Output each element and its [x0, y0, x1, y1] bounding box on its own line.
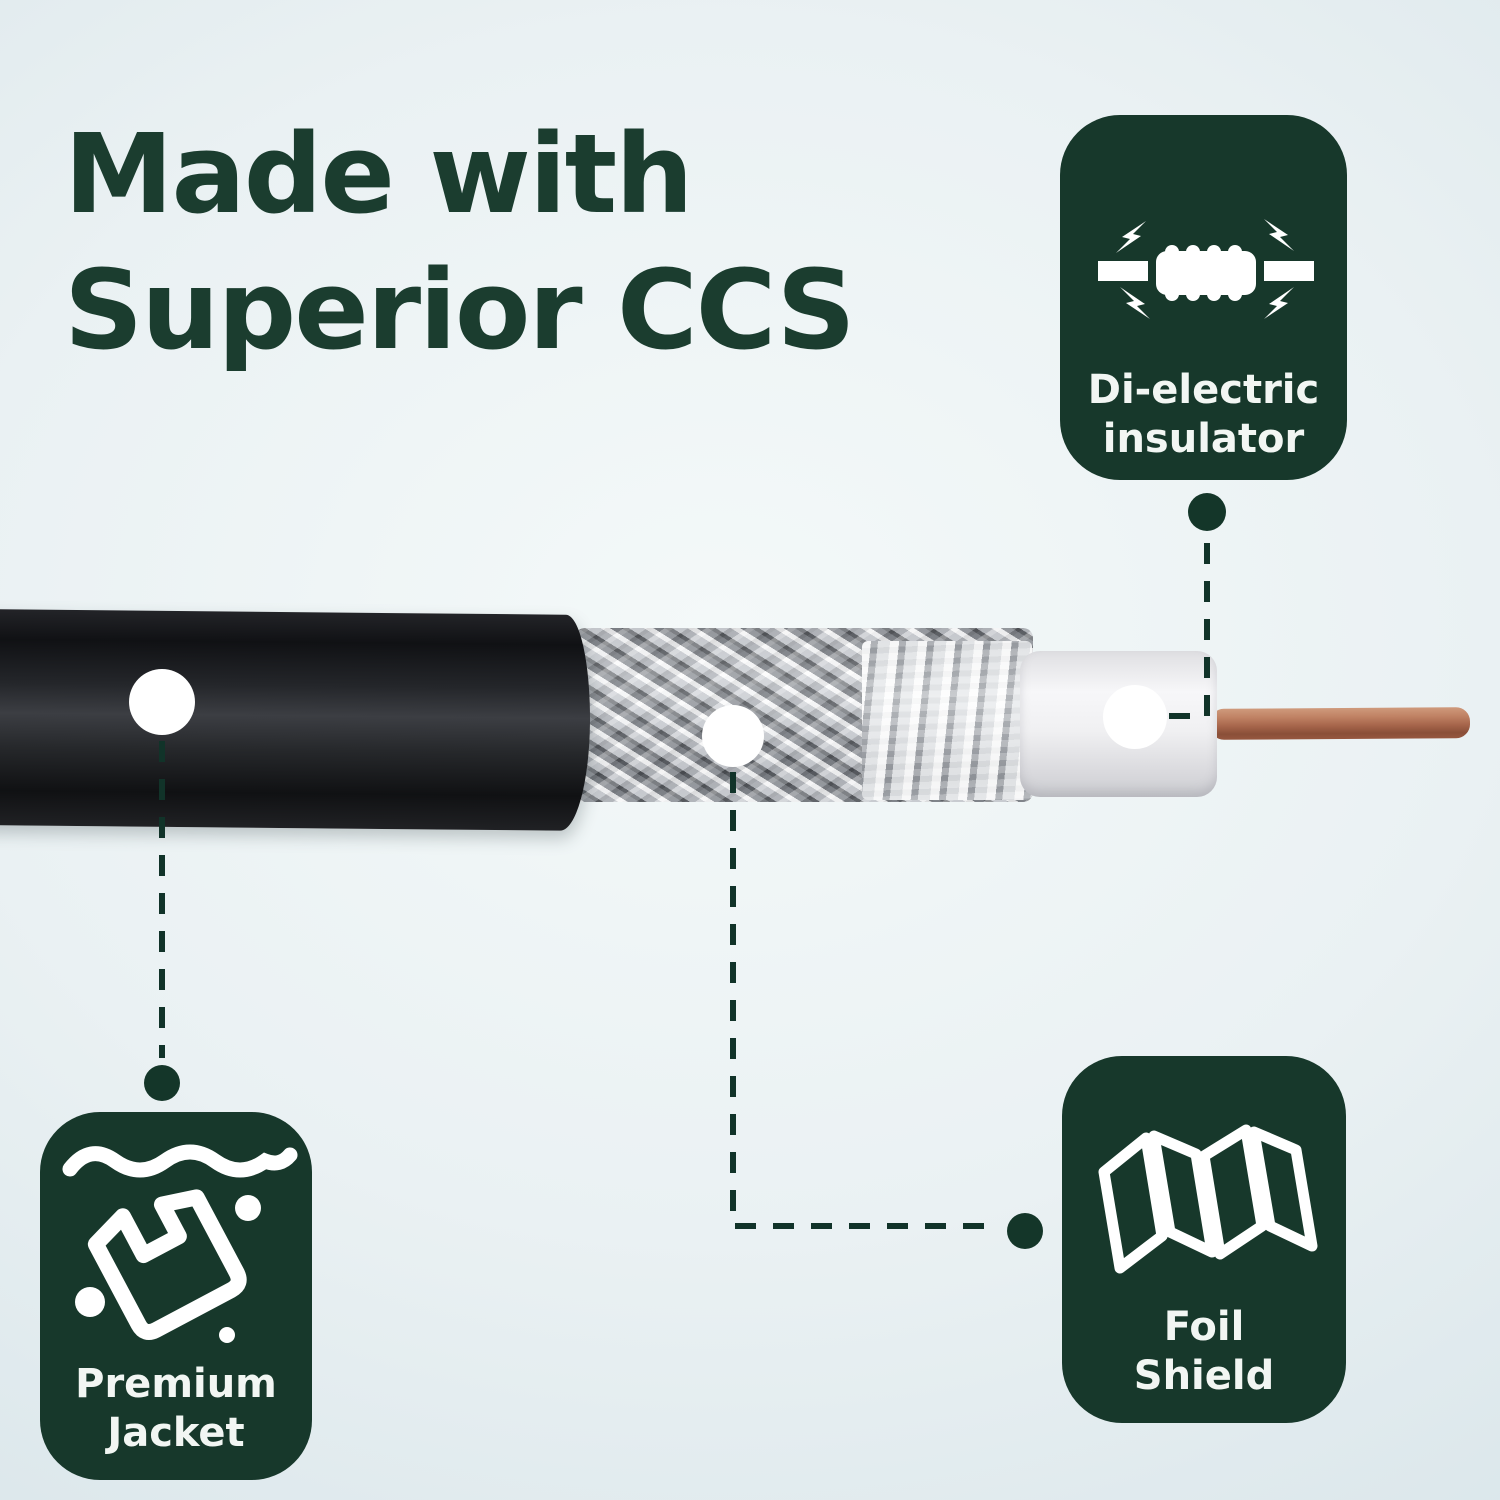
callout-label-dielectric: Di-electric insulator: [1060, 366, 1347, 464]
end-dot-premium-jacket: [144, 1065, 180, 1101]
corrugated-foil-icon: [1098, 1124, 1318, 1274]
foil-shield-layer: [862, 641, 1032, 800]
callout-label-line: Shield: [1133, 1353, 1275, 1400]
insulator-ribbed-body: [1156, 245, 1256, 301]
callout-label-foil-shield: Foil Shield: [1062, 1303, 1346, 1401]
dielectric-insulator-layer: [1020, 651, 1217, 797]
callout-card-dielectric-insulator: Di-electric insulator: [1060, 115, 1347, 480]
bolt-bottom-left-icon: [1120, 287, 1150, 319]
callout-label-premium-jacket: Premium Jacket: [40, 1360, 312, 1458]
callout-label-line: Premium: [75, 1361, 277, 1408]
bubble-icon: [219, 1327, 235, 1343]
callout-label-line: Jacket: [107, 1410, 245, 1457]
end-dot-foil-shield: [1007, 1213, 1043, 1249]
title-line-2: Superior CCS: [64, 246, 856, 375]
insulator-left-bar: [1098, 261, 1148, 281]
bolt-bottom-right-icon: [1264, 287, 1294, 319]
end-dot-dielectric: [1188, 493, 1226, 531]
premium-jacket-icon: [62, 1144, 298, 1343]
bubble-icon: [235, 1195, 261, 1221]
bolt-top-left-icon: [1116, 221, 1146, 253]
callout-card-premium-jacket: Premium Jacket: [40, 1112, 312, 1480]
insulator-right-bar: [1264, 261, 1314, 281]
leader-line-foil-shield: [730, 772, 998, 1229]
foil-shield-icon: [1098, 1124, 1318, 1274]
callout-card-foil-shield: Foil Shield: [1062, 1056, 1346, 1423]
water-wave-icon: [62, 1144, 298, 1178]
dielectric-insulator-icon: [1098, 219, 1314, 319]
jacket-bag-icon: [87, 1189, 247, 1341]
copper-conductor-layer: [1209, 707, 1471, 740]
callout-label-line: Di-electric: [1087, 367, 1320, 414]
bolt-top-right-icon: [1264, 219, 1294, 251]
premium-jacket-layer: [0, 609, 592, 831]
callout-label-line: insulator: [1102, 416, 1305, 463]
callout-label-line: Foil: [1163, 1304, 1245, 1351]
page-title: Made with Superior CCS: [64, 106, 856, 379]
title-line-1: Made with: [64, 110, 694, 238]
bubble-icon: [75, 1287, 105, 1317]
